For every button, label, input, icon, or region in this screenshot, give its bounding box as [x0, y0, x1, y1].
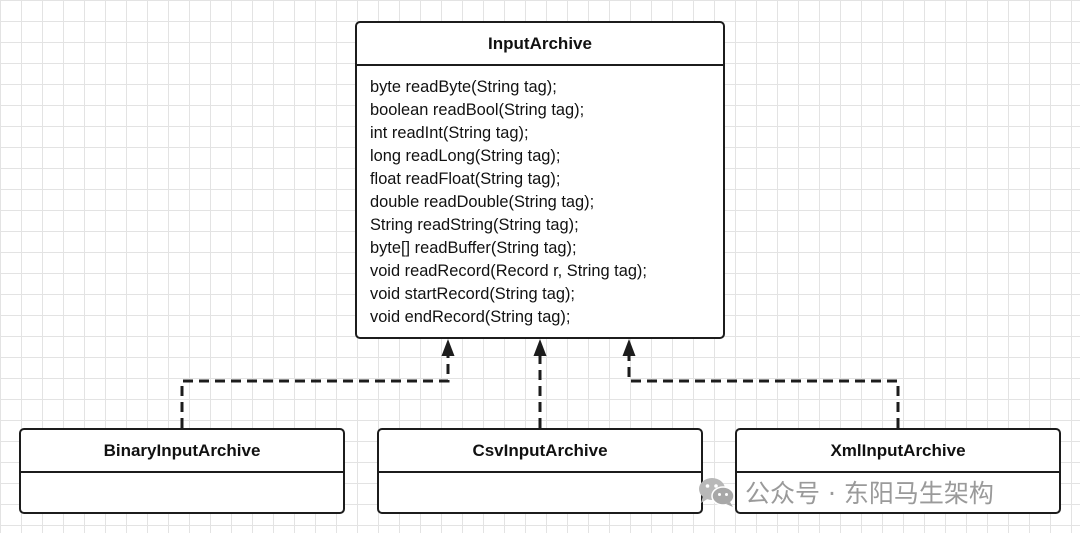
method-item: void readRecord(Record r, String tag);: [370, 262, 647, 280]
method-item: int readInt(String tag);: [370, 124, 529, 142]
method-item: byte readByte(String tag);: [370, 78, 557, 96]
interface-class-name: InputArchive: [357, 23, 723, 66]
arrowhead-csv: [533, 339, 547, 356]
wechat-icon: [699, 478, 735, 507]
class-name-binary-input-archive: BinaryInputArchive: [21, 430, 343, 473]
class-box-binary-input-archive[interactable]: BinaryInputArchive: [19, 428, 345, 514]
interface-method-list: byte readByte(String tag); boolean readB…: [357, 66, 723, 329]
realization-line-binary: [180, 352, 450, 428]
method-item: boolean readBool(String tag);: [370, 101, 585, 119]
watermark: 公众号 · 东阳马生架构: [697, 472, 994, 512]
interface-class-box[interactable]: InputArchive byte readByte(String tag); …: [355, 21, 725, 339]
method-item: void endRecord(String tag);: [370, 308, 571, 326]
method-item: long readLong(String tag);: [370, 147, 561, 165]
realization-line-xml: [627, 352, 900, 428]
method-item: byte[] readBuffer(String tag);: [370, 239, 577, 257]
arrowhead-binary: [441, 339, 455, 356]
method-item: void startRecord(String tag);: [370, 285, 575, 303]
watermark-text: 公众号 · 东阳马生架构: [745, 479, 994, 508]
class-name-xml-input-archive: XmlInputArchive: [737, 430, 1059, 473]
method-item: String readString(String tag);: [370, 216, 579, 234]
class-name-csv-input-archive: CsvInputArchive: [379, 430, 701, 473]
arrowhead-xml: [622, 339, 636, 356]
method-item: double readDouble(String tag);: [370, 193, 595, 211]
class-box-xml-input-archive[interactable]: XmlInputArchive: [735, 428, 1061, 514]
class-box-csv-input-archive[interactable]: CsvInputArchive: [377, 428, 703, 514]
method-item: float readFloat(String tag);: [370, 170, 561, 188]
